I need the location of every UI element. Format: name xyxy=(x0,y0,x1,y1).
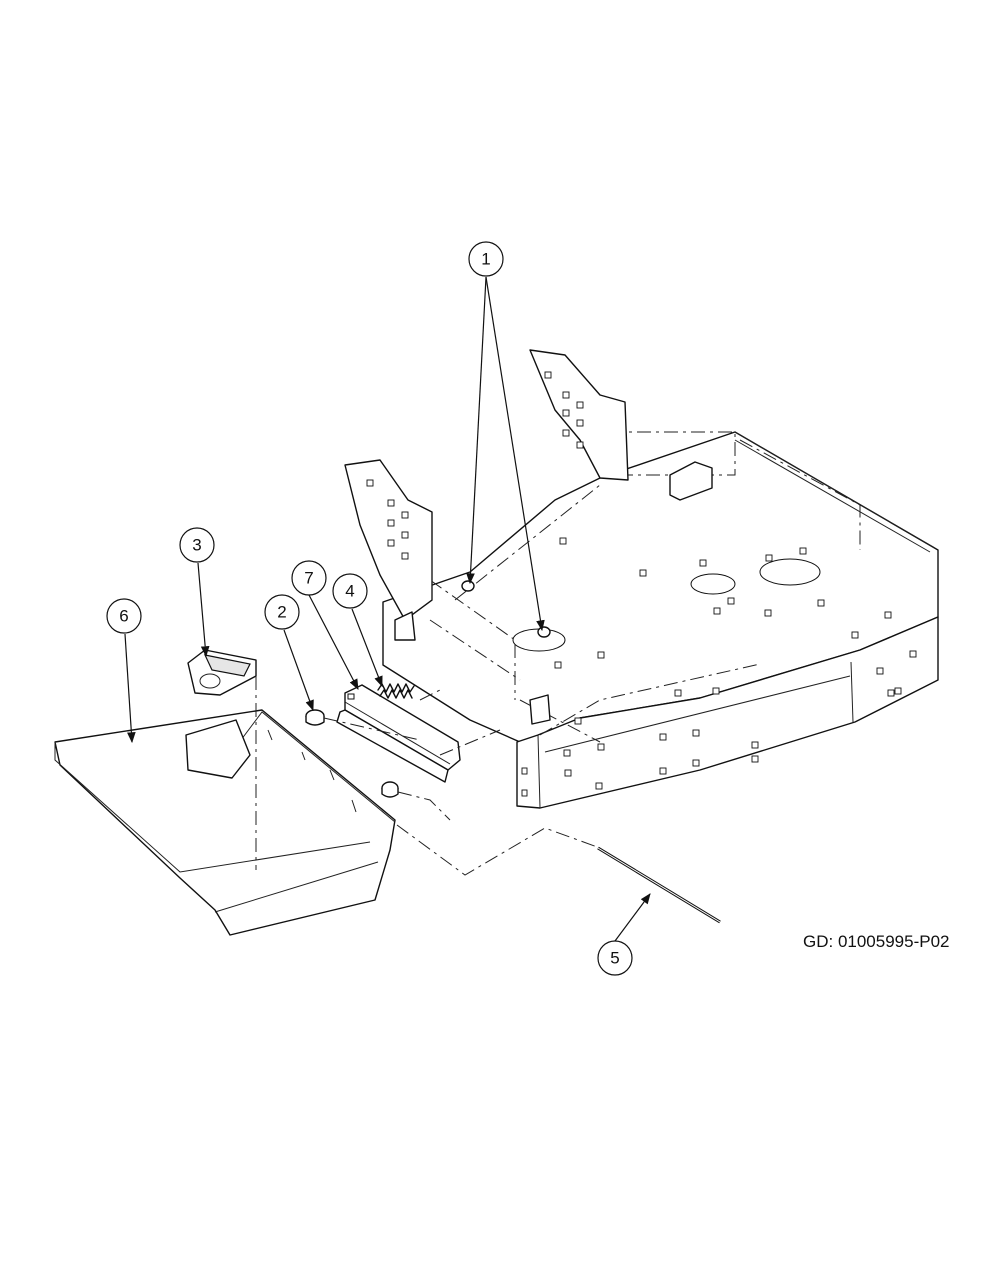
svg-text:1: 1 xyxy=(481,250,490,269)
part-4-spring xyxy=(377,683,415,699)
callout-3: 3 xyxy=(179,527,215,563)
part-6-discharge-chute xyxy=(54,709,396,936)
svg-text:6: 6 xyxy=(119,607,128,626)
callout-7: 7 xyxy=(291,560,327,596)
svg-text:2: 2 xyxy=(277,603,286,622)
part-3-decal xyxy=(187,649,257,696)
callout-5: 5 xyxy=(597,940,633,976)
callout-4: 4 xyxy=(332,573,368,609)
callout-2: 2 xyxy=(264,594,300,630)
part-7-hinge-bracket xyxy=(336,684,461,783)
callout-leaders xyxy=(124,276,651,942)
mower-deck xyxy=(344,349,939,809)
callout-6: 6 xyxy=(106,598,142,634)
assembly-lines xyxy=(255,676,601,876)
svg-text:7: 7 xyxy=(304,569,313,588)
svg-text:5: 5 xyxy=(610,949,619,968)
part-5-rod xyxy=(597,846,721,924)
callout-1: 1 xyxy=(468,241,504,277)
drawing-id-label: GD: 01005995-P02 xyxy=(803,932,950,951)
svg-text:3: 3 xyxy=(192,536,201,555)
svg-text:4: 4 xyxy=(345,582,354,601)
part-2-pins xyxy=(305,709,399,798)
